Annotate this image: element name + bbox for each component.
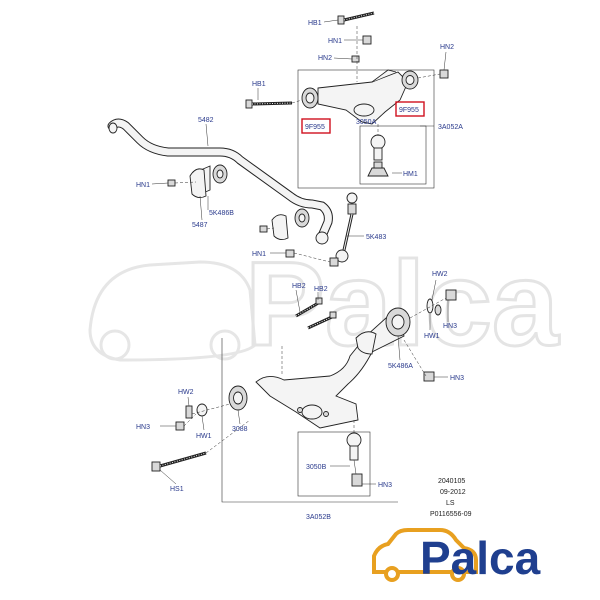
alignment-lines	[174, 26, 447, 454]
label-hs1: HS1	[170, 486, 184, 493]
bolt-hb1-top	[337, 11, 375, 25]
bolt-hb2-a	[295, 297, 323, 318]
bolt-hb2-b	[307, 311, 337, 330]
palca-logo: Palca	[372, 528, 541, 584]
logo-wheel-icon	[450, 566, 466, 582]
washer-hw2-left	[185, 405, 193, 419]
stabilizer-bar	[107, 118, 333, 245]
nut-hn1-link	[285, 249, 295, 258]
label-3050b: 3050B	[306, 464, 327, 471]
label-hw1-left: HW1	[196, 433, 212, 440]
meta-model: LS	[446, 500, 455, 507]
label-hn3-right: HN3	[443, 323, 457, 330]
nut-hn1-top	[362, 35, 372, 45]
label-hn1-link: HN1	[252, 251, 266, 258]
lower-balljoint-box	[297, 431, 371, 497]
part-labels: HB1 HN1 HN2 HN2 HB1 9F955 9F955 3050A 3A…	[136, 20, 464, 521]
logo-car-icon	[372, 528, 478, 574]
label-5487: 5487	[192, 222, 208, 229]
logo-text: Palca	[420, 532, 541, 584]
label-3088: 3088	[232, 426, 248, 433]
nut-hn2-upper	[351, 55, 360, 63]
label-hn3-mid: HN3	[450, 375, 464, 382]
stabilizer-bushing-left	[189, 164, 228, 199]
label-hn3-left: HN3	[136, 424, 150, 431]
label-5k483: 5K483	[366, 234, 386, 241]
nut-hn1-bar	[167, 179, 176, 187]
meta-code: 2040105	[438, 478, 465, 485]
upper-control-arm	[301, 69, 419, 125]
lower-ball-joint	[346, 432, 363, 487]
washer-hw1-left	[196, 403, 208, 417]
label-hn2-upper: HN2	[318, 55, 332, 62]
lower-arm-box	[221, 338, 398, 503]
upper-balljoint-box	[359, 125, 427, 185]
label-hn1-bar: HN1	[136, 182, 150, 189]
label-hm1: HM1	[403, 171, 418, 178]
lower-bushing-3088	[228, 385, 248, 411]
label-3a052b: 3A052B	[306, 514, 331, 521]
highlight-9f955-left	[301, 118, 331, 134]
label-hn1-top: HN1	[328, 38, 342, 45]
label-5k486a: 5K486A	[388, 363, 413, 370]
meta-ref: P0116556-09	[430, 511, 472, 518]
washer-hw1-right	[434, 304, 442, 316]
bolt-hs1	[151, 451, 207, 472]
nut-hn3-left	[175, 421, 185, 431]
logo-wheel-icon	[384, 566, 400, 582]
label-5482: 5482	[198, 117, 214, 124]
washer-hw2-right	[426, 298, 434, 314]
stabilizer-link	[329, 192, 358, 267]
watermark-text: Palca	[245, 237, 560, 371]
upper-ball-joint	[367, 134, 389, 177]
label-9f955-right: 9F955	[399, 107, 419, 114]
nut-hn2-right	[439, 69, 449, 79]
leader-lines	[151, 19, 449, 485]
label-hb2-b: HB2	[314, 286, 328, 293]
label-5k486b: 5K486B	[209, 210, 234, 217]
diagram-meta: 2040105 09-2012 LS P0116556-09	[430, 478, 472, 518]
label-hw1-right: HW1	[424, 333, 440, 340]
lower-bushing-5k486a	[385, 307, 411, 337]
nut-hn3-mid	[423, 371, 435, 382]
upper-arm-box	[297, 69, 435, 189]
label-hb1-top: HB1	[308, 20, 322, 27]
watermark-wheel-icon	[209, 329, 241, 361]
label-9f955-left: 9F955	[305, 124, 325, 131]
highlight-9f955-right	[395, 101, 425, 117]
label-hw2-left: HW2	[178, 389, 194, 396]
meta-date: 09-2012	[440, 489, 466, 496]
watermark-wheel-icon	[99, 329, 131, 361]
label-hw2-right: HW2	[432, 271, 448, 278]
stabilizer-bushing-right	[259, 208, 310, 241]
label-hb2-a: HB2	[292, 283, 306, 290]
watermark: Palca	[88, 236, 561, 373]
label-hn2-right: HN2	[440, 44, 454, 51]
label-hb1-left: HB1	[252, 81, 266, 88]
nut-hn3-right	[445, 289, 457, 301]
lower-control-arm	[255, 317, 405, 429]
label-hn3-ball: HN3	[378, 482, 392, 489]
watermark-car-icon	[88, 260, 257, 362]
label-3050a: 3050A	[356, 119, 377, 126]
label-3a052a: 3A052A	[438, 124, 463, 131]
bolt-hb1-left	[245, 99, 293, 109]
